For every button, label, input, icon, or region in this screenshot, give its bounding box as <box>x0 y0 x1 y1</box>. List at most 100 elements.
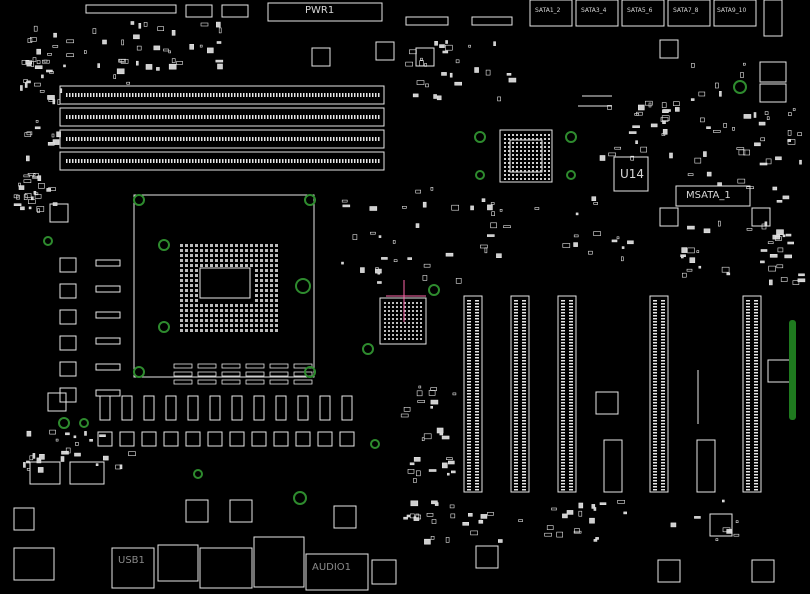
smd-component <box>717 220 721 227</box>
dimm-pin <box>252 115 254 119</box>
cpu-pad <box>205 324 208 327</box>
smd-component <box>52 45 59 48</box>
dimm-pin <box>153 137 155 141</box>
smd-component <box>689 257 696 264</box>
pch-chip <box>499 129 553 183</box>
cpu-pad <box>250 319 253 322</box>
dimm-pin <box>327 159 329 163</box>
pcie-pin <box>746 366 750 368</box>
smd-component <box>423 263 431 268</box>
controller-ball <box>400 310 402 312</box>
pcie-pin <box>561 312 565 314</box>
pcie-pin <box>522 345 526 347</box>
pcie-pin <box>467 381 471 383</box>
pcie-pin <box>569 483 573 485</box>
pch-ball <box>508 138 510 140</box>
pcie-pin <box>754 303 758 305</box>
controller-ball <box>392 322 394 324</box>
mounting-hole <box>566 170 576 180</box>
pch-ball <box>524 174 526 176</box>
cpu-pad <box>275 329 278 332</box>
cpu-pad <box>215 244 218 247</box>
pch-ball <box>504 138 506 140</box>
smd-component <box>360 267 365 273</box>
pcie-pin <box>661 315 665 317</box>
mounting-hole <box>133 194 145 206</box>
dimm-pin <box>90 115 92 119</box>
smd-component <box>37 175 42 181</box>
smd-component <box>772 186 778 191</box>
pch-ball <box>532 150 534 152</box>
pcie-pin <box>661 441 665 443</box>
pcie-pin <box>754 456 758 458</box>
dimm-pin <box>153 93 155 97</box>
cpu-pad <box>260 269 263 272</box>
smd-component <box>444 44 453 51</box>
dimm-pin <box>231 159 233 163</box>
pcie-pin <box>561 444 565 446</box>
controller-ball <box>404 326 406 328</box>
dimm-pin <box>225 159 227 163</box>
controller-ball <box>412 302 414 304</box>
smd-component <box>36 60 41 64</box>
pcie-pin <box>661 318 665 320</box>
pch-ball <box>520 134 522 136</box>
dimm-pin <box>159 115 161 119</box>
dimm-pin <box>222 93 224 97</box>
controller-ball <box>412 326 414 328</box>
cpu-pad <box>255 274 258 277</box>
dimm-pin <box>225 93 227 97</box>
sata-port-5-6 <box>621 0 665 27</box>
dimm-pin <box>306 115 308 119</box>
pcie-pin <box>514 306 518 308</box>
smd-component <box>680 254 684 259</box>
vrm-mosfet <box>59 309 77 325</box>
pcie-pin <box>475 480 479 482</box>
smd-component <box>36 457 42 464</box>
controller-ball <box>408 306 410 308</box>
pcie-pin <box>569 375 573 377</box>
pcie-pin <box>561 420 565 422</box>
dimm-pin <box>111 93 113 97</box>
dimm-pin <box>84 137 86 141</box>
dimm-pin <box>201 93 203 97</box>
pcie-pin <box>569 372 573 374</box>
cpu-cap-row <box>245 379 265 385</box>
pch-ball <box>544 154 546 156</box>
cpu-pad <box>270 329 273 332</box>
pcie-pin <box>514 369 518 371</box>
cpu-pad <box>270 244 273 247</box>
vrm-cap <box>95 259 121 267</box>
dimm-pin <box>303 115 305 119</box>
cpu-pad <box>190 244 193 247</box>
dimm-pin <box>204 115 206 119</box>
pcie-pin <box>661 378 665 380</box>
pch-ball <box>528 154 530 156</box>
cpu-pad <box>190 284 193 287</box>
dimm-pin <box>357 137 359 141</box>
pch-ball <box>540 166 542 168</box>
pcie-pin <box>475 402 479 404</box>
pcie-pin <box>467 348 471 350</box>
smd-component <box>768 279 773 286</box>
pcie-pin <box>661 453 665 455</box>
dimm-pin <box>366 115 368 119</box>
cpu-pad <box>245 309 248 312</box>
pch-ball <box>528 158 530 160</box>
smd-component <box>446 457 453 461</box>
pcie-pin <box>754 324 758 326</box>
pcie-pin <box>754 348 758 350</box>
smd-component <box>753 112 757 118</box>
smd-component <box>65 432 70 436</box>
pch-ball <box>532 178 534 180</box>
smd-component <box>37 467 44 473</box>
pcie-pin <box>561 414 565 416</box>
smd-component <box>454 81 463 86</box>
dimm-pin <box>147 159 149 163</box>
smd-component <box>207 47 214 54</box>
pcie-pin <box>467 390 471 392</box>
cpu-pad <box>225 264 228 267</box>
pcie-pin <box>754 402 758 404</box>
cpu-pad <box>205 254 208 257</box>
cpu-pad <box>250 244 253 247</box>
